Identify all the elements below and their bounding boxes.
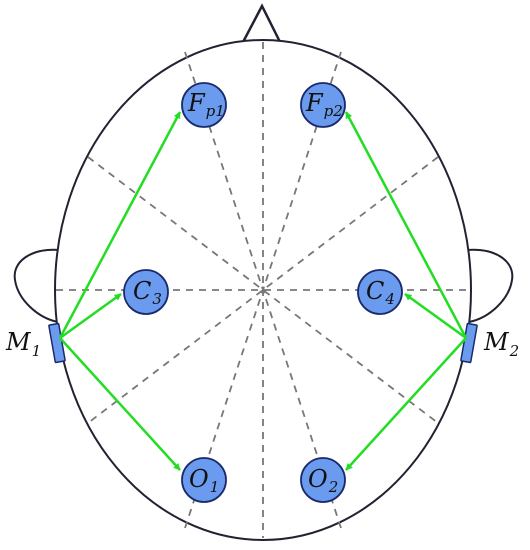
electrode-c3-letter: C (133, 277, 151, 305)
reference-m1-label: M1 (5, 328, 41, 360)
arrow-m2-o2 (345, 337, 467, 471)
derivation-arrows (58, 111, 468, 471)
electrode-c4-letter: C (366, 277, 384, 305)
electrode-o2: O2 (300, 457, 346, 503)
svg-text:C4: C4 (366, 277, 395, 308)
svg-text:C3: C3 (133, 277, 162, 308)
electrode-fp1: Fp1 (181, 82, 227, 128)
electrode-c3: C3 (123, 269, 169, 315)
electrode-o1-letter: O (189, 465, 209, 493)
electrode-fp1-letter: F (187, 89, 206, 117)
reference-m1-marker (48, 322, 66, 364)
arrow-m1-c3 (59, 292, 122, 340)
left-ear (13, 248, 61, 323)
electrode-o2-sub: 2 (328, 478, 339, 496)
electrode-c4: C4 (357, 269, 403, 315)
reference-m2-label: M2 (483, 328, 519, 360)
electrode-c4-sub: 4 (384, 290, 395, 308)
reference-m2-sub: 2 (509, 342, 520, 360)
electrode-o1: O1 (181, 457, 227, 503)
arrow-m2-c4 (404, 292, 467, 340)
electrode-fp2: Fp2 (300, 82, 346, 128)
svg-text:Fp2: Fp2 (305, 89, 343, 120)
nose (240, 3, 283, 45)
electrode-fp1-sub: p1 (206, 102, 225, 120)
arrow-m1-o1 (59, 337, 181, 471)
electrode-o1-sub: 1 (210, 478, 220, 496)
electrode-fp2-letter: F (305, 89, 324, 117)
reference-m2-letter: M (483, 328, 510, 356)
reference-m1-sub: 1 (32, 342, 42, 360)
right-ear (466, 248, 514, 323)
svg-text:Fp1: Fp1 (187, 89, 225, 120)
arrow-m2-fp2 (344, 111, 468, 339)
svg-text:O1: O1 (189, 465, 219, 496)
svg-text:O2: O2 (308, 465, 338, 496)
electrode-c3-sub: 3 (152, 290, 162, 308)
arrow-m1-fp1 (58, 111, 182, 339)
electrode-fp2-sub: p2 (324, 102, 343, 120)
reference-m1-letter: M (5, 328, 32, 356)
reference-m2-marker (460, 322, 478, 364)
electrode-o2-letter: O (308, 465, 328, 493)
